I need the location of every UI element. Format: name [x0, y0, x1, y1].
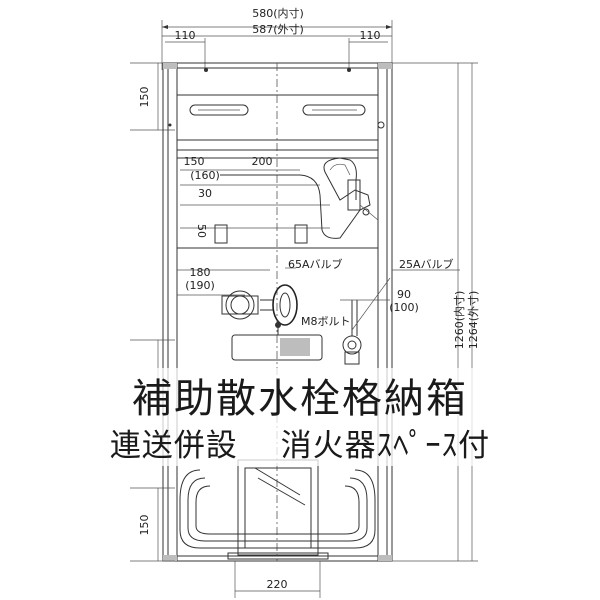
dim-190-paren: (190) [185, 279, 215, 292]
product-subtitle: 連送併設 消火器ｽﾍﾟｰｽ付 [109, 428, 491, 464]
valve-25a-label: 25Aバルブ [399, 257, 454, 271]
top-dimension-lines [161, 20, 393, 70]
bottom-220-dim: 220 [267, 578, 288, 591]
product-title: 補助散水栓格納箱 [132, 376, 468, 422]
dim-160-paren: (160) [190, 169, 220, 182]
extinguisher-shelf [176, 149, 379, 249]
dim-50: 50 [195, 224, 208, 238]
right-110-dim: 110 [360, 29, 381, 42]
right-dimension-lines [392, 62, 478, 562]
inner-height-dim: 1260(内寸) [452, 291, 466, 350]
hose-coil [179, 459, 376, 560]
dim-90: 90 [397, 288, 411, 301]
dim-200: 200 [252, 155, 273, 168]
dim-150-shelf: 150 [184, 155, 205, 168]
dim-100-paren: (100) [389, 301, 419, 314]
left-110-dim: 110 [175, 29, 196, 42]
dim-30: 30 [198, 187, 212, 200]
bottom-220-lines [234, 561, 321, 598]
inner-width-dim: 580(内寸) [252, 6, 304, 20]
m8-bolt-label: M8ボルト [301, 315, 351, 328]
bottom-150-dim: 150 [138, 515, 151, 536]
cabinet-body [162, 62, 393, 562]
outer-width-dim: 587(外寸) [252, 22, 304, 36]
valve-65a-label: 65Aバルブ [288, 257, 343, 271]
valve-section [177, 267, 391, 365]
dim-180: 180 [190, 266, 211, 279]
title-backing [70, 368, 530, 466]
top-panel [176, 68, 379, 141]
top-150-dim: 150 [138, 87, 151, 108]
outer-height-dim: 1264(外寸) [466, 291, 480, 350]
